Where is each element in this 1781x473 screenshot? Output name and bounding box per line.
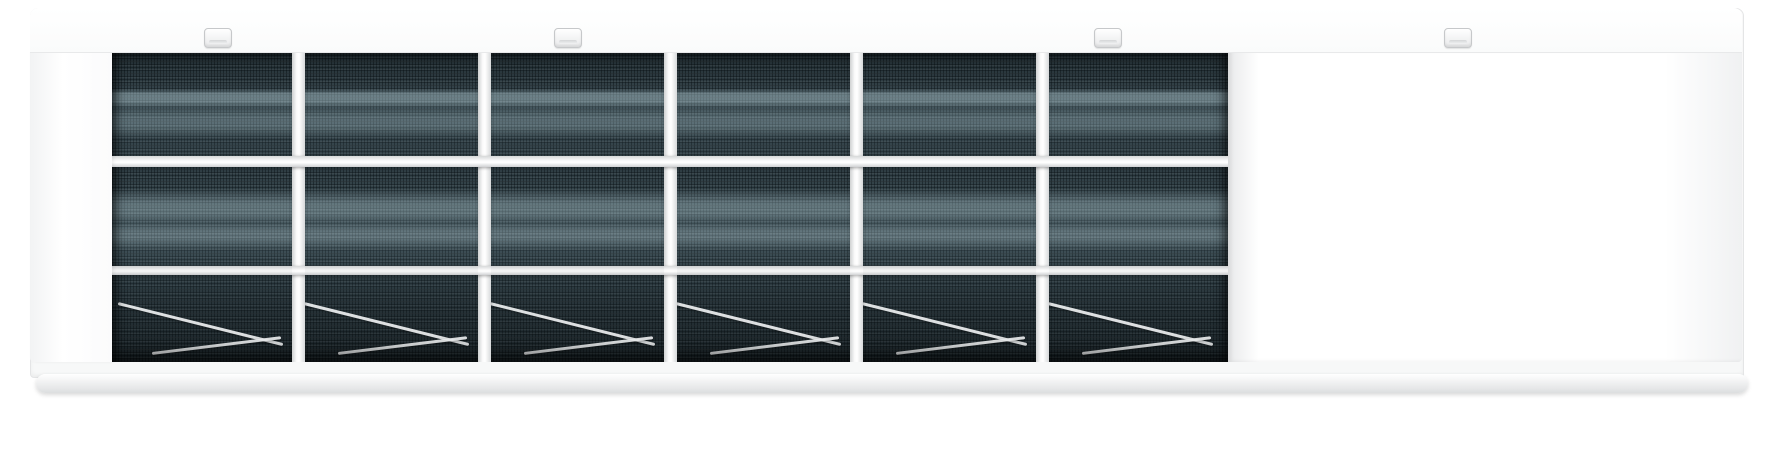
right-front-panel — [1228, 50, 1742, 362]
grille-horizontal-bar — [112, 266, 1228, 275]
filter-grille — [112, 52, 1228, 362]
grille-vertical-bar — [850, 52, 863, 362]
latch-clip — [554, 28, 582, 48]
latch-clip — [204, 28, 232, 48]
grille-vertical-bar — [478, 52, 491, 362]
left-side-panel — [30, 50, 112, 362]
grille-horizontal-bar — [112, 156, 1228, 167]
bottom-deflector-bar — [36, 374, 1748, 393]
latch-clip — [1094, 28, 1122, 48]
grille-vertical-bar — [292, 52, 305, 362]
latch-clip — [1444, 28, 1472, 48]
grille-vertical-bar — [664, 52, 677, 362]
top-panel — [30, 8, 1742, 53]
grille-vertical-bar — [1036, 52, 1049, 362]
